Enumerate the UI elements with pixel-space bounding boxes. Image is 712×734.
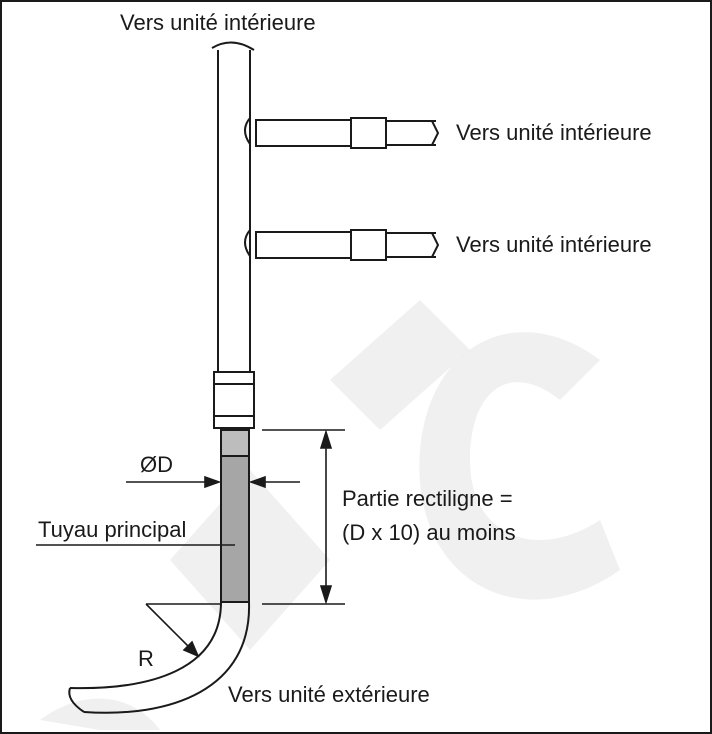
label-top: Vers unité intérieure [120,10,316,35]
label-diameter: ØD [140,452,173,477]
label-branch-1: Vers unité intérieure [456,120,652,145]
main-pipe-straight [220,429,250,603]
label-radius: R [138,646,154,671]
watermark [40,300,620,730]
branch-pipe-2 [244,229,440,261]
label-main-pipe: Tuyau principal [38,517,186,542]
vertical-pipe [211,41,255,429]
diameter-dimension [126,475,300,489]
label-bottom: Vers unité extérieure [228,682,430,707]
label-branch-2: Vers unité intérieure [456,232,652,257]
radius-indicator [145,603,222,658]
length-dimension [262,429,345,605]
branch-pipe-1 [244,117,440,149]
label-straight-2: (D x 10) au moins [342,520,516,545]
label-straight-1: Partie rectiligne = [342,486,513,511]
pipe-bend [68,601,251,714]
